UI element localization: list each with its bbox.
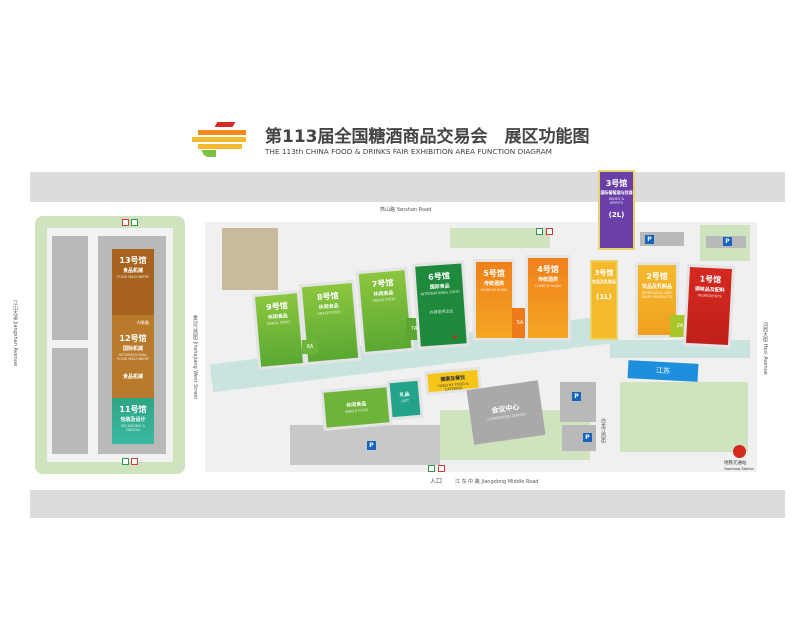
entrance-icon xyxy=(122,458,129,465)
jiangsu-pavilion[interactable]: 江苏 xyxy=(627,360,699,382)
hall-7a: 7A xyxy=(406,318,422,340)
hall-5a: 5A xyxy=(512,308,528,338)
entrance-icon xyxy=(428,465,435,472)
parking-lot xyxy=(560,382,596,422)
entrance-icon xyxy=(536,228,543,235)
yanshan-road-label: 燕山路 Yanshan Road xyxy=(380,207,432,213)
fair-logo xyxy=(192,122,250,158)
exit-icon xyxy=(131,458,138,465)
jiangdong-road xyxy=(30,490,785,518)
parking-icon: P xyxy=(723,237,732,246)
jiangshan-avenue-label: 江山大道 Jiangshan Avenue xyxy=(12,300,18,367)
baolongjiang-street-label: 白龙江西街 xyxy=(600,418,606,443)
hall-3-1l[interactable]: 3号馆饮品及乳制品(1L) xyxy=(592,262,616,338)
page-title: 第113届全国糖酒商品交易会 展区功能图 xyxy=(265,127,590,147)
ai-equipment-zone: AI装备 xyxy=(137,320,149,325)
parking-icon: P xyxy=(367,441,376,450)
hexi-avenue-label: 河西大街 Hexi Avenue xyxy=(762,322,768,375)
hall-2a: 2A xyxy=(670,315,690,337)
main-entrance-label: 入口 xyxy=(430,478,443,485)
jinshajiang-street-label: 金沙江西街 Jinshajiang West Street xyxy=(192,315,198,400)
exit-icon xyxy=(122,219,129,226)
star-icon: ★ xyxy=(452,333,459,341)
metro-station-label: 地铁元通站 xyxy=(724,461,747,466)
entrance-icon xyxy=(131,219,138,226)
jiangdong-road-label: 江 东 中 路 Jiangdong Middle Road xyxy=(455,479,539,485)
exit-icon xyxy=(438,465,445,472)
yanshan-road xyxy=(30,172,785,202)
hall-8a: 8A xyxy=(302,340,318,354)
parking-icon: P xyxy=(583,433,592,442)
parking-icon: P xyxy=(572,392,581,401)
parking-icon: P xyxy=(645,235,654,244)
exit-icon xyxy=(546,228,553,235)
page-subtitle: THE 113th CHINA FOOD & DRINKS FAIR EXHIB… xyxy=(265,147,552,156)
metro-icon[interactable] xyxy=(733,445,746,458)
metro-station-en: Yuantong Station xyxy=(724,467,754,471)
